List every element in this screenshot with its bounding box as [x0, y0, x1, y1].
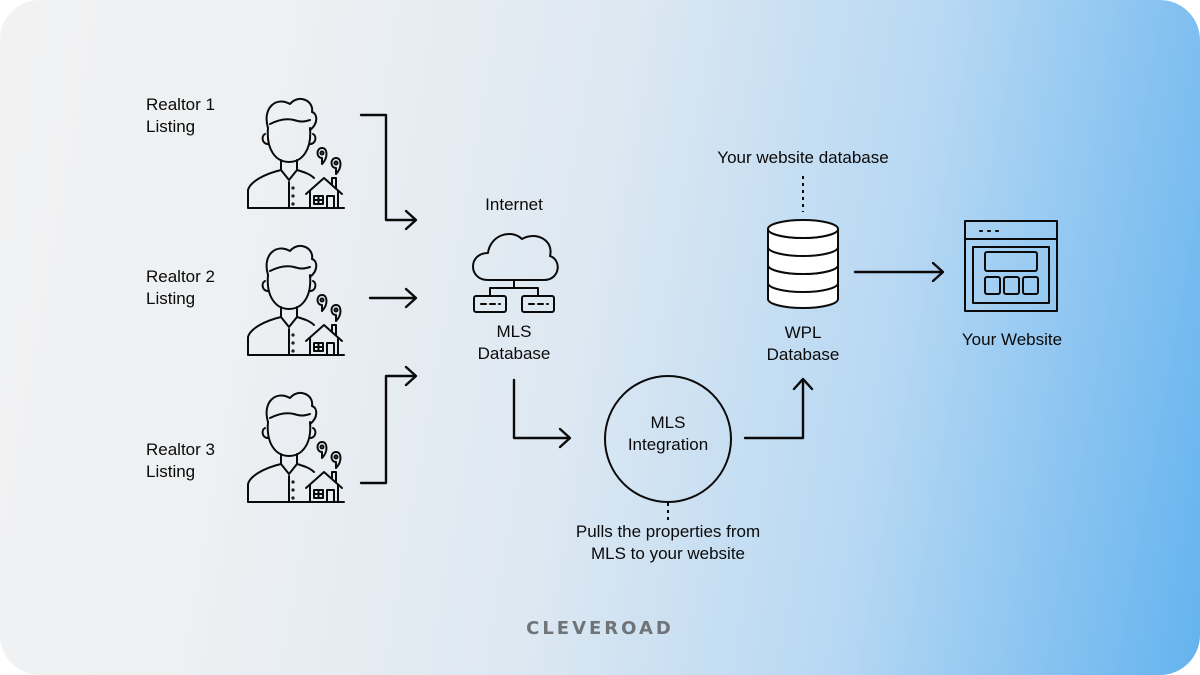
cleveroad-logo: CLEVEROAD	[526, 618, 674, 639]
website-window-icon	[964, 220, 1058, 312]
mls-to-integration-arrow	[512, 378, 572, 449]
mls-integration-title: MLS	[650, 413, 686, 432]
mls-database-label: MLS Database	[454, 321, 574, 365]
wpl-database-subtitle: Database	[766, 345, 840, 364]
realtor-1-icon	[247, 97, 345, 209]
wpl-database-title: WPL	[784, 323, 822, 342]
wpl-to-website-arrow	[853, 261, 945, 283]
realtor-1-subtitle: Listing	[146, 117, 196, 136]
realtor-2-label: Realtor 2 Listing	[146, 266, 215, 310]
realtor-3-title: Realtor 3	[146, 440, 215, 459]
website-database-label: Your website database	[717, 148, 889, 167]
mls-integration-circle	[604, 375, 732, 503]
realtor-1-label: Realtor 1 Listing	[146, 94, 215, 138]
realtor-2-icon	[247, 244, 345, 356]
mls-integration-label: MLS Integration	[598, 412, 738, 456]
integration-note: Pulls the properties from MLS to your we…	[528, 521, 808, 565]
wpl-database-label: WPL Database	[743, 322, 863, 366]
database-icon	[767, 219, 839, 309]
mls-database-title: MLS	[496, 322, 532, 341]
your-website-label: Your Website	[961, 330, 1063, 349]
realtor-3-subtitle: Listing	[146, 462, 196, 481]
realtor-2-arrow	[368, 287, 418, 309]
internet-label: Internet	[485, 195, 543, 214]
realtor-2-title: Realtor 2	[146, 267, 215, 286]
realtor-2-subtitle: Listing	[146, 289, 196, 308]
realtor-3-arrow	[359, 365, 418, 485]
cloud-network-icon	[472, 233, 559, 313]
integration-to-wpl-arrow	[743, 377, 814, 440]
realtor-3-label: Realtor 3 Listing	[146, 439, 215, 483]
realtor-3-icon	[247, 391, 345, 503]
mls-database-subtitle: Database	[477, 344, 551, 363]
realtor-1-arrow	[359, 113, 418, 231]
realtor-1-title: Realtor 1	[146, 95, 215, 114]
integration-note-line-2: MLS to your website	[590, 544, 745, 563]
integration-note-line-1: Pulls the properties from	[575, 522, 761, 541]
mls-integration-subtitle: Integration	[627, 435, 709, 454]
